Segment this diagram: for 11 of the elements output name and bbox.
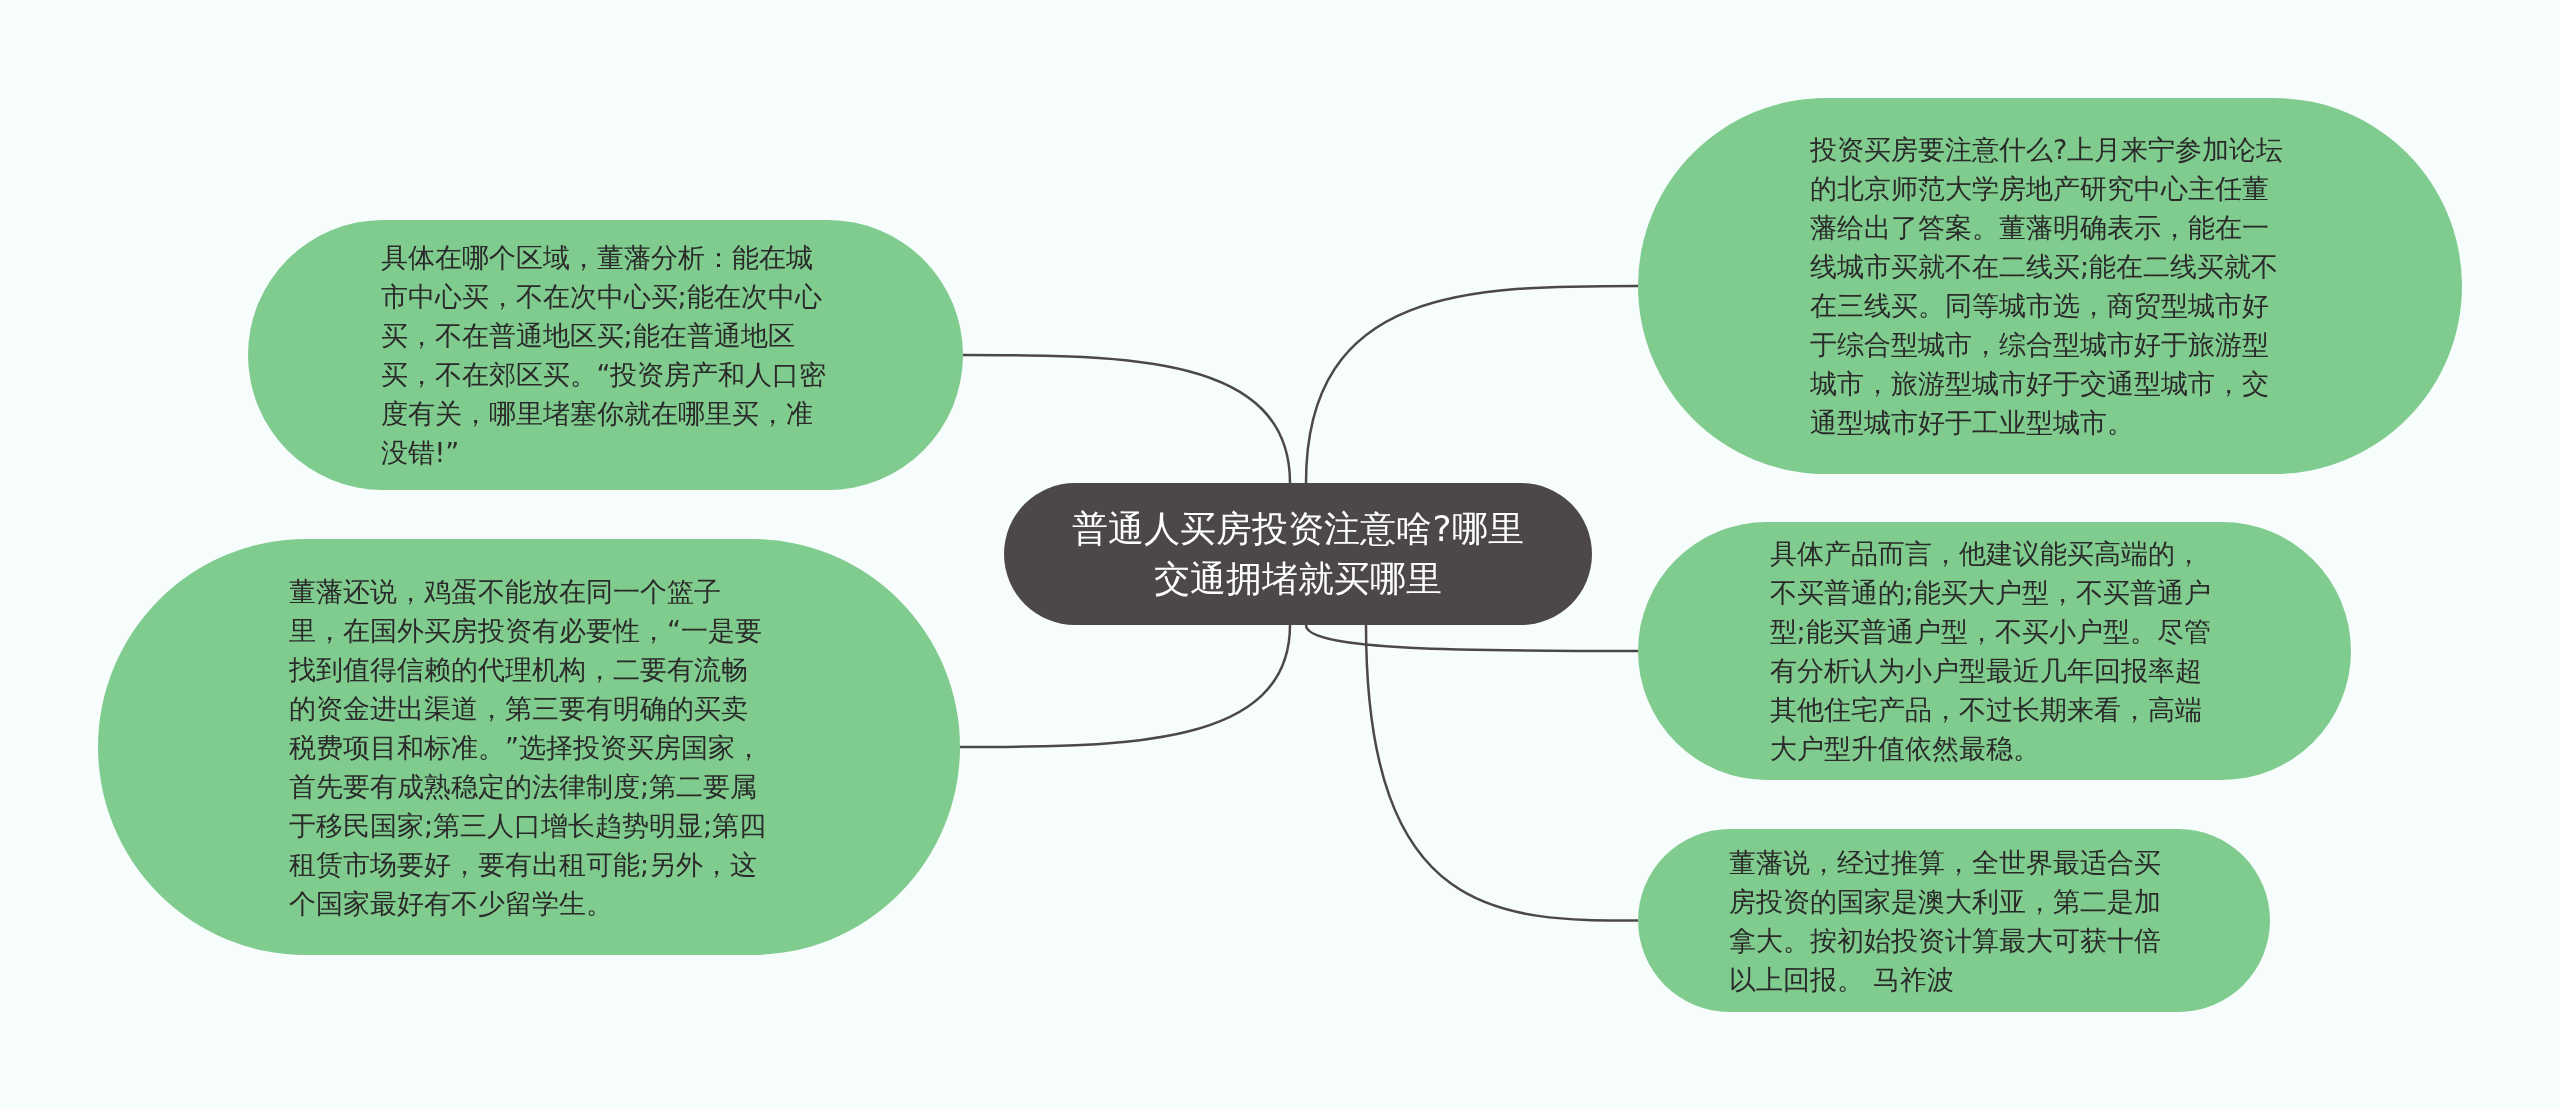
topic-title: 普通人买房投资注意啥?哪里交通拥堵就买哪里 — [1071, 507, 1525, 601]
topic-text: 董藩还说，鸡蛋不能放在同一个篮子里，在国外买房投资有必要性，“一是要找到值得信赖的代理机构，二要有流畅的资金进出渠道，第三要有明确的买卖税费项目和标准。”选择投资买房国家，首先要有成熟稳定的法律制度;第二要属于移民国家;第三人口增长趋势明显;第四租赁市场要好，要有出租可能;另外，这个国家最好有不少留学生。 — [289, 574, 768, 921]
connector-line — [1304, 284, 1638, 484]
topic-text: 董藩说，经过推算，全世界最适合买房投资的国家是澳大利亚，第二是加拿大。按初始投资计算最大可获十倍以上回报。 马祚波 — [1729, 845, 2162, 997]
connector-line — [960, 624, 1292, 749]
topic-text: 投资买房要注意什么?上月来宁参加论坛的北京师范大学房地产研究中心主任董藩给出了答案。董藩明确表示，能在一线城市买就不在二线买;能在二线买就不在三线买。同等城市选，商贸型城市好于综合型城市，综合型城市好于旅游型城市，旅游型城市好于交通型城市，交通型城市好于工业型城市。 — [1810, 133, 2285, 440]
topic-text: 具体产品而言，他建议能买高端的，不买普通的;能买大户型，不买普通户型;能买普通户型，不买小户型。尽管有分析认为小户型最近几年回报率超其他住宅产品，不过长期来看，高端大户型升值依然最稳。 — [1769, 537, 2212, 766]
connector-line — [1304, 624, 1638, 653]
connector-line — [963, 353, 1292, 484]
connector-line — [1364, 624, 1638, 922]
topic-text: 具体在哪个区域，董藩分析：能在城市中心买，不在次中心买;能在次中心买，不在普通地区买;能在普通地区买，不在郊区买。“投资房产和人口密度有关，哪里堵塞你就在哪里买，准没错!” — [380, 241, 828, 470]
